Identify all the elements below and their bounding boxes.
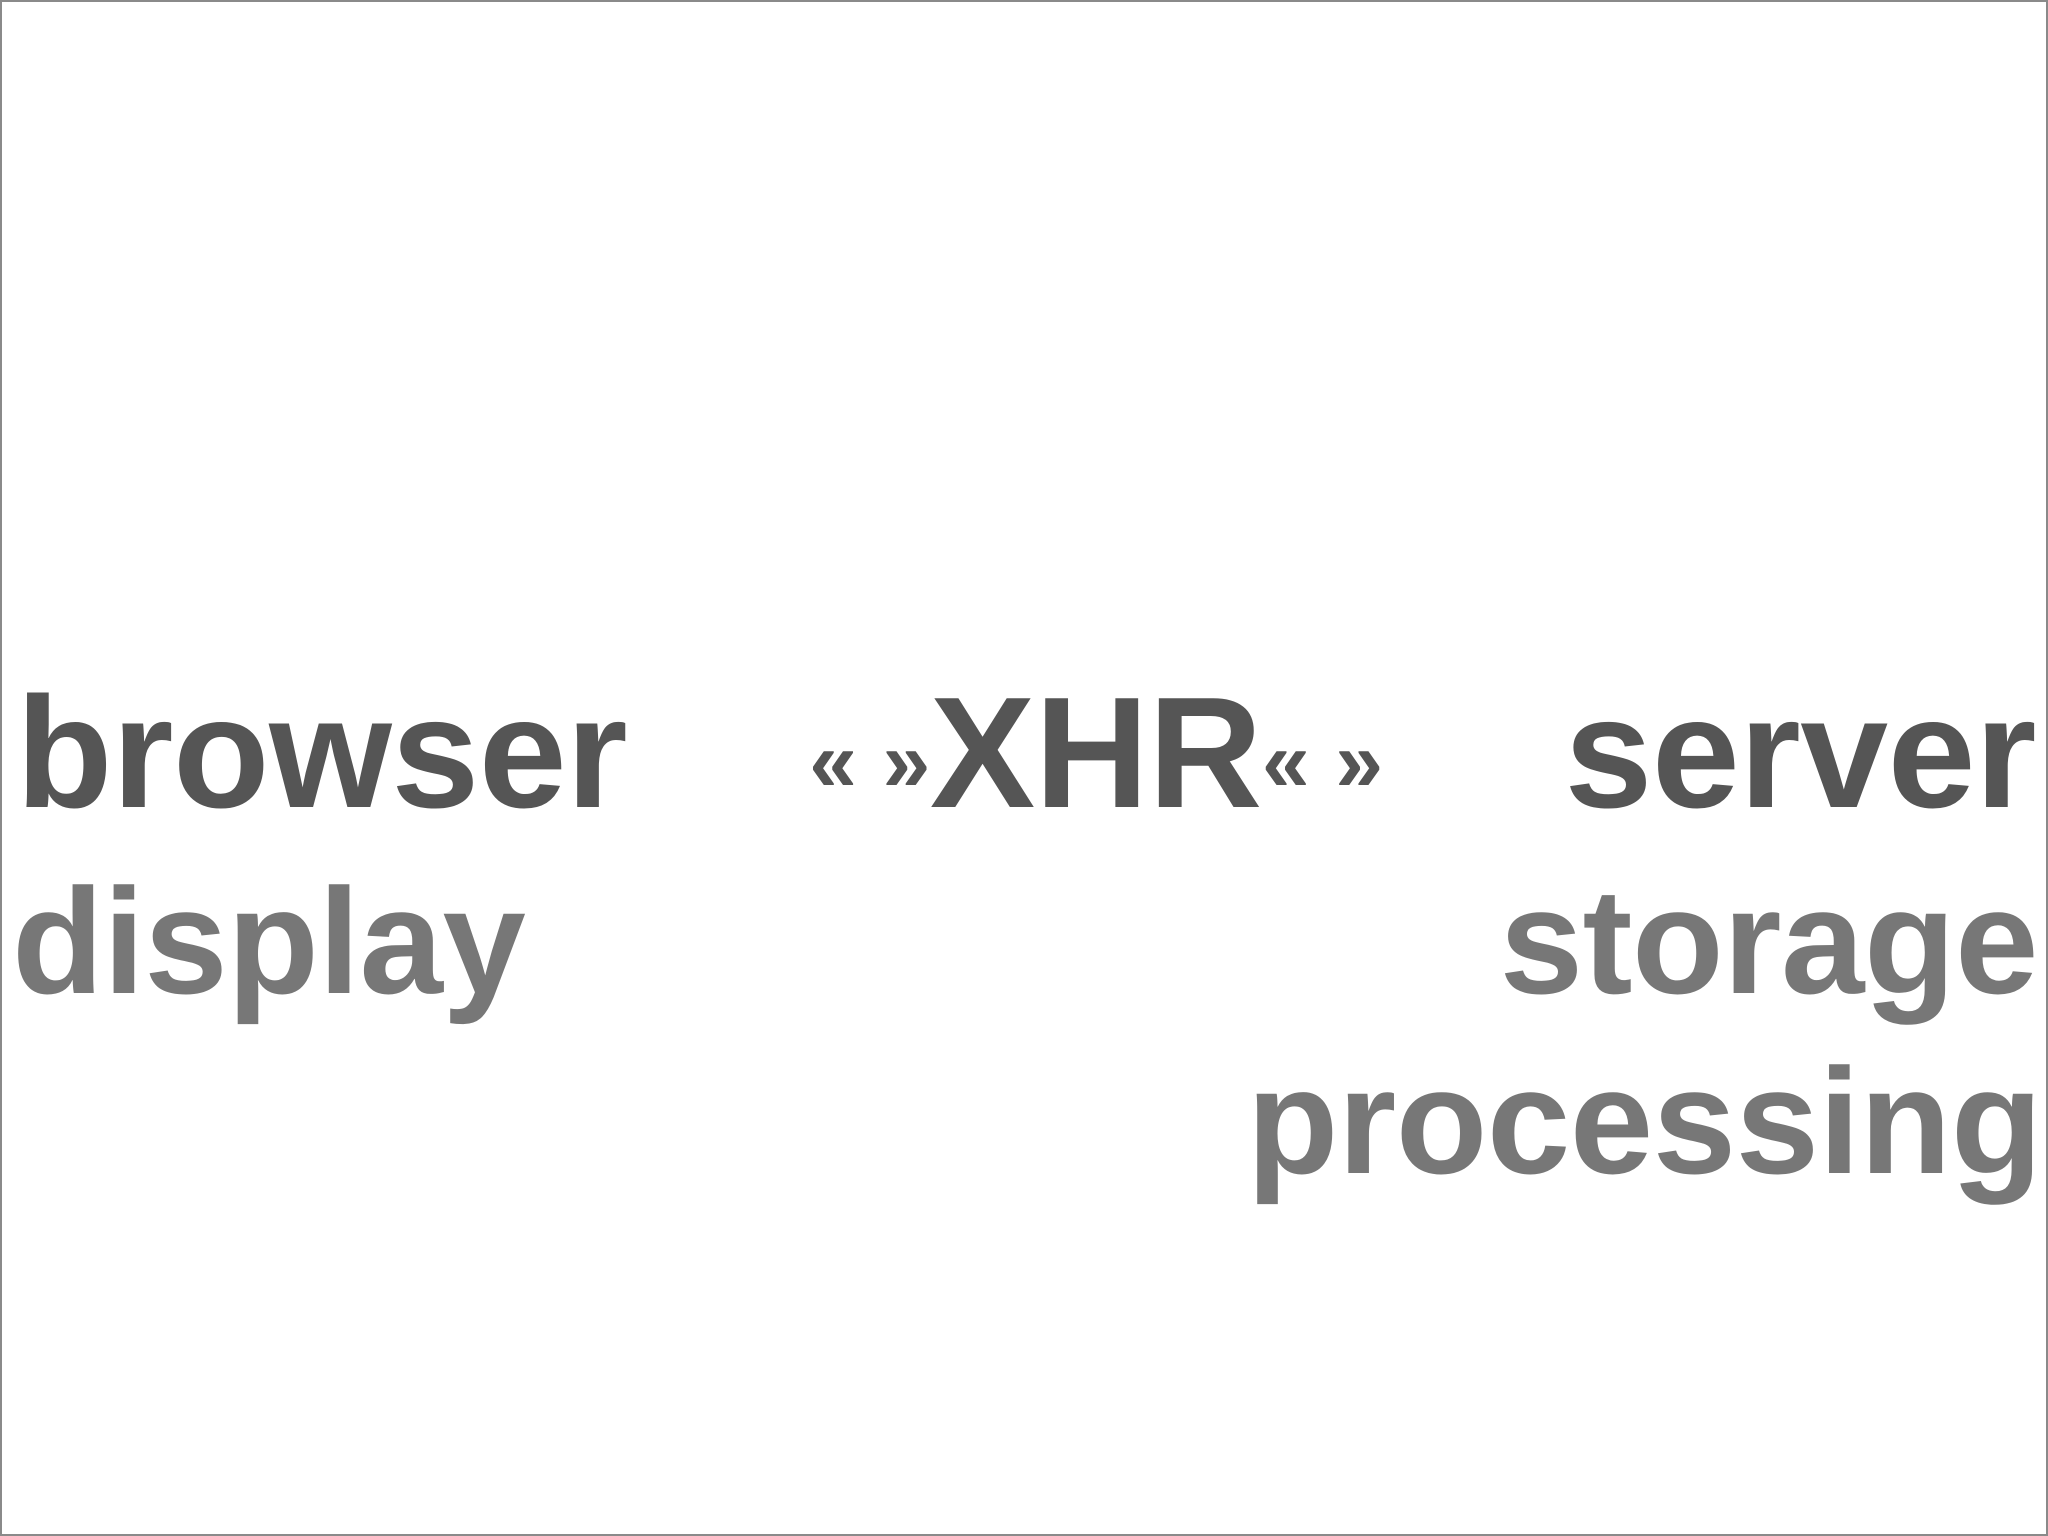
term-server[interactable]: server [1564, 665, 2037, 841]
word-cloud-row-tertiary: processing [2, 1037, 2046, 1246]
word-cloud-row-secondary: display storage [2, 857, 2046, 1066]
term-xhr[interactable]: XHR [929, 665, 1263, 841]
word-cloud-row-primary: browser « » XHR « » server [2, 665, 2046, 874]
term-display[interactable]: display [12, 857, 526, 1025]
term-xhr-group[interactable]: « » XHR « » [809, 665, 1383, 841]
term-browser[interactable]: browser [16, 665, 628, 841]
term-storage[interactable]: storage [1499, 857, 2039, 1025]
guillemet-right-open-icon: « [1261, 714, 1310, 810]
guillemet-left-open-icon: « [809, 714, 857, 810]
guillemet-right-close-icon: » [1335, 714, 1383, 810]
guillemet-left-close-icon: » [882, 714, 930, 810]
term-processing[interactable]: processing [1246, 1037, 2043, 1205]
